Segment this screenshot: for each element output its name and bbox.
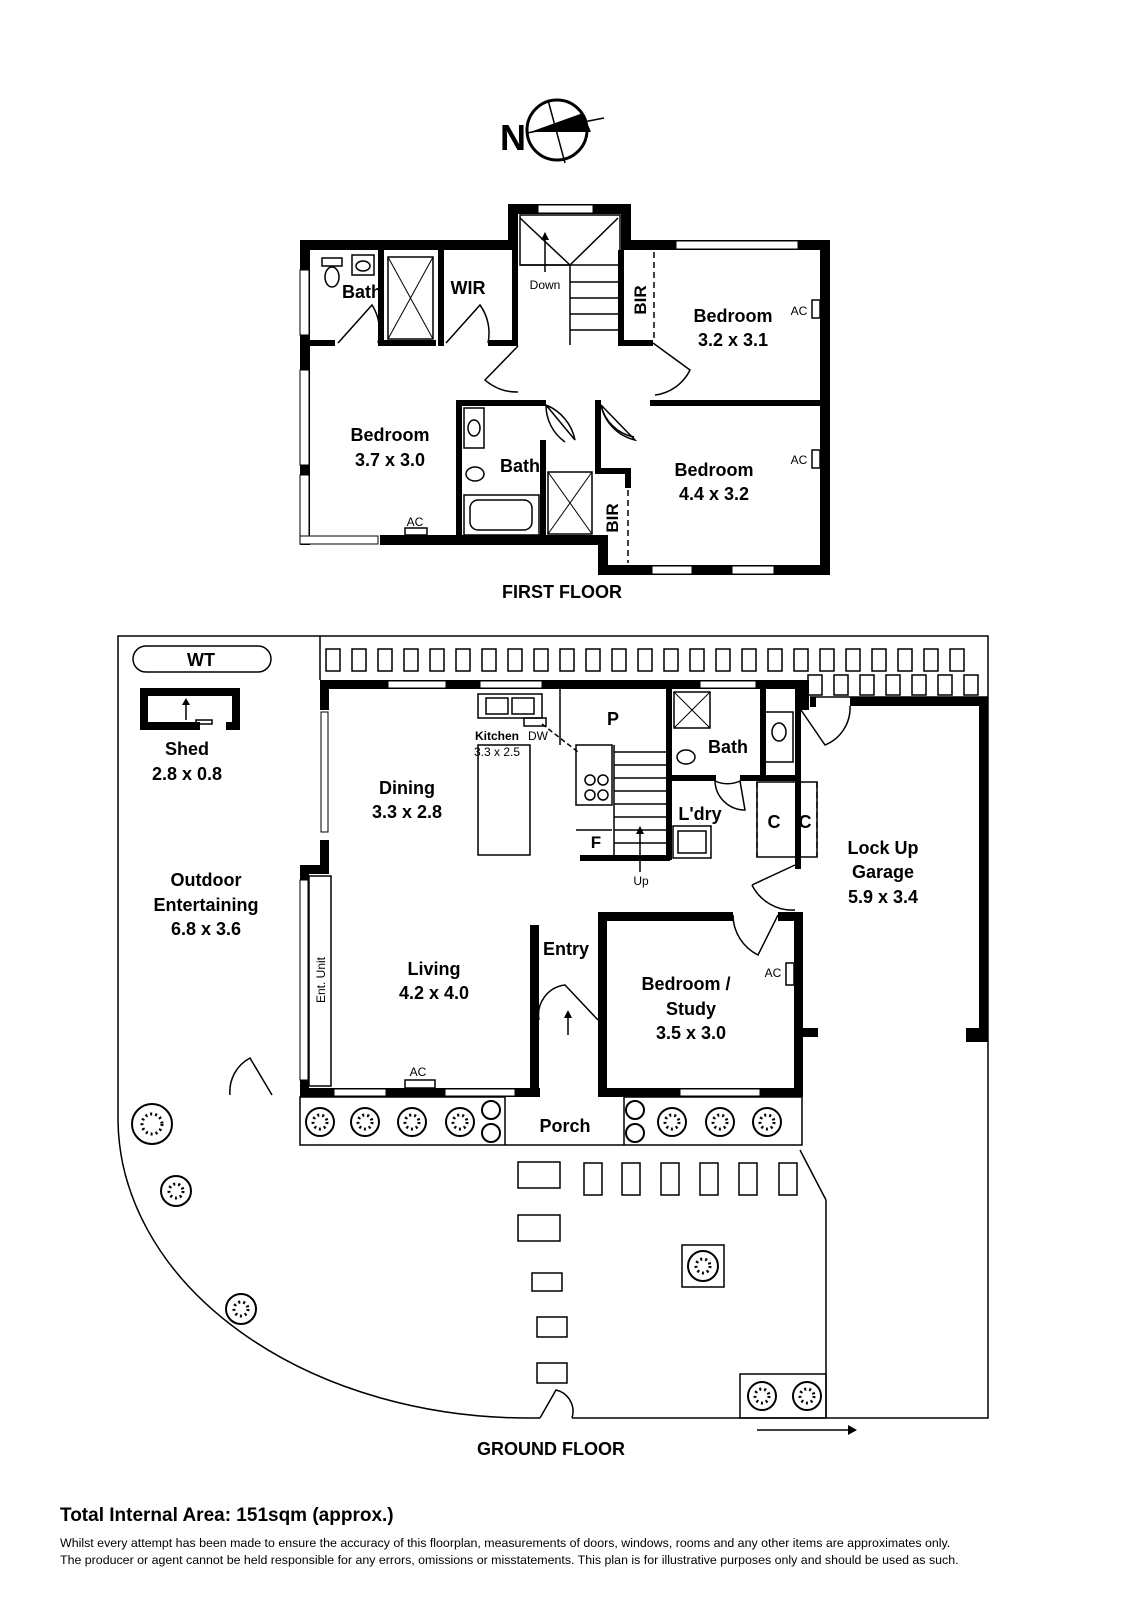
pantry-label: P: [607, 709, 619, 729]
dining-size: 3.3 x 2.8: [372, 802, 442, 822]
bedroom-1-ac: AC: [791, 304, 808, 318]
porch-label: Porch: [539, 1116, 590, 1136]
study-size: 3.5 x 3.0: [656, 1023, 726, 1043]
study-ac: AC: [765, 966, 782, 980]
bedroom-1-label: Bedroom: [693, 306, 772, 326]
disclaimer-line-1: Whilst every attempt has been made to en…: [60, 1536, 951, 1550]
first-floor-plan: Bath WIR Down BIR Bedroom 3.2 x 3.1 AC B…: [299, 204, 830, 602]
cupboard-1-label: C: [768, 812, 781, 832]
first-floor-title: FIRST FLOOR: [502, 582, 622, 602]
bedroom-2-ac: AC: [407, 515, 424, 529]
ent-unit-label: Ent. Unit: [314, 956, 328, 1003]
footer: Total Internal Area: 151sqm (approx.) Wh…: [60, 1505, 1100, 1569]
bedroom-1-size: 3.2 x 3.1: [698, 330, 768, 350]
kitchen-label: Kitchen: [475, 729, 519, 743]
disclaimer-line-2: The producer or agent cannot be held res…: [60, 1553, 959, 1567]
bedroom-3-size: 4.4 x 3.2: [679, 484, 749, 504]
cupboard-2-label: C: [799, 812, 812, 832]
laundry-label: L'dry: [678, 804, 721, 824]
fridge-label: F: [591, 833, 601, 852]
wir-label: WIR: [451, 278, 486, 298]
total-area: Total Internal Area: 151sqm (approx.): [60, 1505, 394, 1526]
entry-label: Entry: [543, 939, 589, 959]
ground-floor-title: GROUND FLOOR: [477, 1439, 625, 1459]
ensuite-bath-label: Bath: [342, 282, 382, 302]
outdoor-label-1: Outdoor: [171, 870, 242, 890]
kitchen-size: 3.3 x 2.5: [474, 745, 520, 759]
shed-size: 2.8 x 0.8: [152, 764, 222, 784]
living-ac: AC: [410, 1065, 427, 1079]
stairs-up-label: Up: [633, 874, 649, 888]
garage-size: 5.9 x 3.4: [848, 887, 918, 907]
main-bath-label: Bath: [500, 456, 540, 476]
dishwasher-label: DW: [528, 729, 549, 743]
bedroom-3-label: Bedroom: [674, 460, 753, 480]
garage-label-1: Lock Up: [847, 838, 918, 858]
north-compass-icon: N: [500, 98, 605, 164]
ground-floor-plan: WT Shed 2.8 x 0.8 Outdoor Entertaining 6…: [117, 635, 989, 1459]
garage-label-2: Garage: [852, 862, 914, 882]
compass-north-label: N: [500, 117, 526, 158]
bedroom-2-label: Bedroom: [350, 425, 429, 445]
shed-label: Shed: [165, 739, 209, 759]
living-label: Living: [408, 959, 461, 979]
disclaimer: Whilst every attempt has been made to en…: [60, 1535, 1100, 1569]
bedroom-2-size: 3.7 x 3.0: [355, 450, 425, 470]
plant-icon: [131, 1100, 822, 1411]
wt-label: WT: [187, 650, 215, 670]
outdoor-size: 6.8 x 3.6: [171, 919, 241, 939]
dining-label: Dining: [379, 778, 435, 798]
bir-2-label: BIR: [603, 503, 622, 532]
bedroom-3-ac: AC: [791, 453, 808, 467]
study-label-1: Bedroom /: [641, 974, 730, 994]
bir-1-label: BIR: [631, 285, 650, 314]
ground-bath-label: Bath: [708, 737, 748, 757]
living-size: 4.2 x 4.0: [399, 983, 469, 1003]
stairs-down-label: Down: [530, 278, 561, 292]
outdoor-label-2: Entertaining: [153, 895, 258, 915]
study-label-2: Study: [666, 999, 716, 1019]
